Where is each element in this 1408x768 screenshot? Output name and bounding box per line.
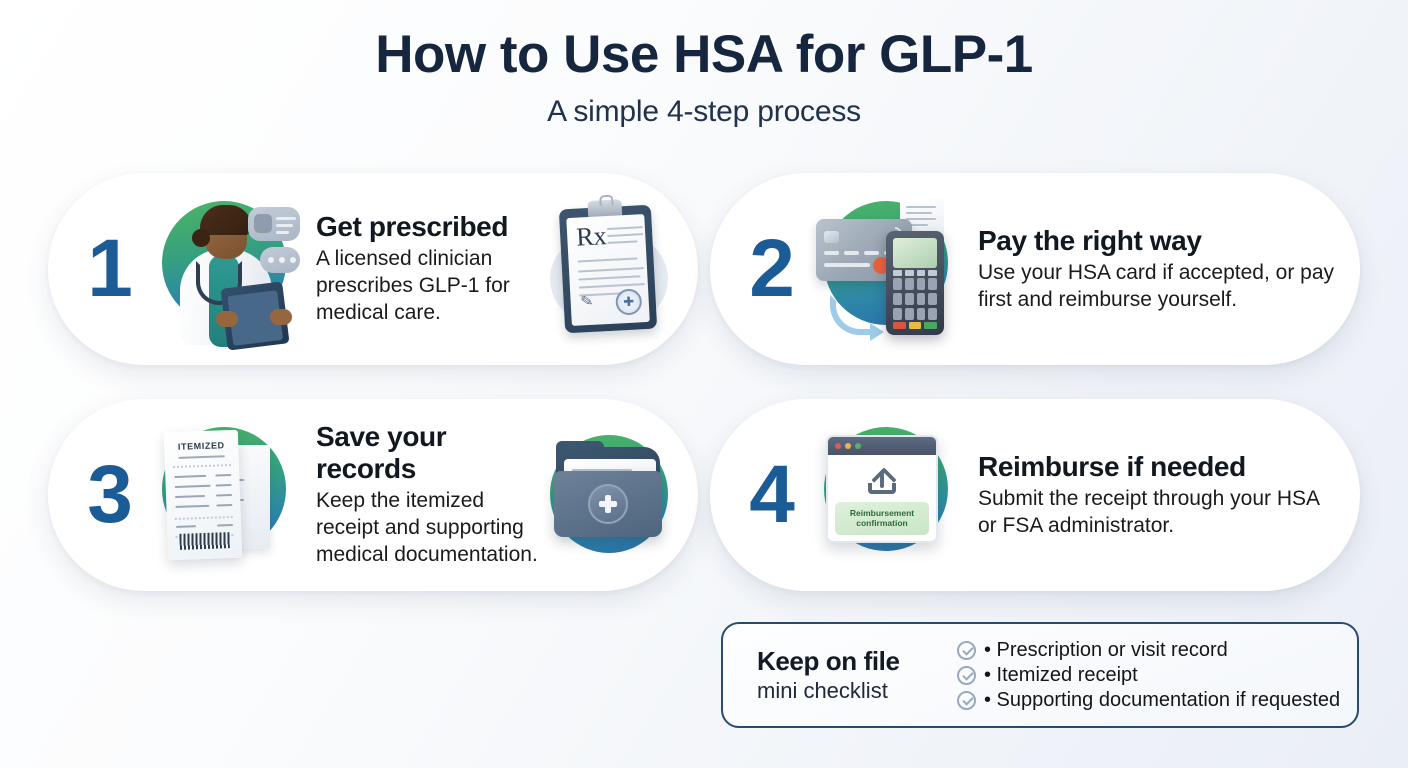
speech-bubble-profile-icon: [248, 207, 300, 241]
upload-icon: [867, 471, 897, 494]
step-body-2: Use your HSA card if accepted, or pay fi…: [978, 260, 1335, 311]
doctor-hand-left-icon: [216, 311, 238, 327]
receipt-rule-icon: [178, 455, 225, 459]
page-subtitle: A simple 4-step process: [547, 95, 861, 129]
terminal-action-keys-icon: [893, 322, 937, 329]
step-text-2: Pay the right way Use your HSA card if a…: [966, 225, 1338, 314]
receipt-label: ITEMIZED: [177, 440, 225, 452]
medical-plus-icon: [588, 484, 628, 524]
steps-grid: 1 Get prescri: [48, 173, 1360, 591]
check-circle-icon: [957, 665, 976, 685]
folder-front-icon: [554, 471, 662, 537]
upload-tray-icon: [868, 482, 896, 494]
medical-seal-icon: [615, 288, 643, 316]
rx-symbol: Rx: [575, 221, 608, 252]
checklist-item-label: • Itemized receipt: [984, 663, 1138, 686]
checklist-heading: Keep on file: [757, 646, 900, 676]
checklist-item-label: • Supporting documentation if requested: [984, 688, 1341, 711]
speech-bubble-dots-icon: [260, 247, 300, 273]
card-chip-icon: [824, 231, 839, 243]
typing-dots-icon: [268, 257, 296, 263]
rx-prescription-page-icon: Rx ✎: [566, 214, 650, 326]
reimburse-arrow-icon: [830, 295, 876, 335]
reimburse-arrow-head-icon: [870, 323, 884, 341]
browser-window-icon: Reimbursement confirmation: [826, 435, 938, 543]
step-body-3: Keep the itemized receipt and supporting…: [316, 489, 538, 566]
step-card-4[interactable]: 4 Reimbursement confirmation Reimburse i…: [710, 399, 1360, 591]
step-title-4: Reimburse if needed: [978, 450, 1246, 482]
check-circle-icon: [957, 690, 976, 710]
pos-terminal-icon: [886, 231, 944, 335]
step-text-3: Save your records Keep the itemized rece…: [304, 421, 544, 569]
checklist-item[interactable]: • Supporting documentation if requested: [957, 689, 1340, 712]
step-text-1: Get prescribed A licensed clinician pres…: [304, 211, 544, 327]
step-card-3[interactable]: 3 ITEMIZED: [48, 399, 698, 591]
stethoscope-icon: [196, 261, 242, 305]
step-title-1: Get prescribed: [316, 211, 509, 243]
receipt-barcode-icon: [179, 532, 230, 550]
doctor-hair-icon: [200, 205, 252, 235]
doctor-hand-right-icon: [270, 309, 292, 325]
profile-avatar-icon: [254, 214, 272, 233]
step-number-1: 1: [87, 223, 133, 314]
check-circle-icon: [957, 640, 976, 660]
window-maximize-dot-icon: [855, 443, 861, 449]
terminal-keypad-icon: [893, 278, 937, 320]
reimbursement-confirmation-banner: Reimbursement confirmation: [835, 501, 929, 535]
checklist-item[interactable]: • Itemized receipt: [957, 664, 1340, 687]
step-number-3: 3: [87, 449, 133, 540]
step-card-2[interactable]: 2: [710, 173, 1360, 365]
checklist-item[interactable]: • Prescription or visit record: [957, 639, 1340, 662]
rx-clipboard-illustration: Rx ✎: [544, 199, 676, 339]
step-number-4: 4: [749, 449, 795, 540]
page-header: How to Use HSA for GLP-1 A simple 4-step…: [0, 0, 1408, 129]
window-title-bar-icon: [828, 437, 936, 455]
keep-on-file-panel: Keep on file mini checklist • Prescripti…: [721, 622, 1359, 728]
doctor-hair-bun-icon: [192, 229, 210, 247]
step-text-4: Reimburse if needed Submit the receipt t…: [966, 451, 1338, 540]
step-body-4: Submit the receipt through your HSA or F…: [978, 486, 1319, 537]
window-close-dot-icon: [835, 443, 841, 449]
window-content: Reimbursement confirmation: [834, 461, 930, 535]
checklist-item-label: • Prescription or visit record: [984, 638, 1228, 661]
medical-folder-illustration: [544, 425, 676, 565]
rx-clipboard-icon: Rx ✎: [558, 199, 658, 334]
step-body-1: A licensed clinician prescribes GLP-1 fo…: [316, 247, 510, 324]
clinician-illustration: [152, 193, 304, 351]
itemized-receipts-illustration: ITEMIZED: [152, 419, 304, 571]
terminal-screen-icon: [893, 238, 937, 268]
itemized-receipt-icon: ITEMIZED: [163, 429, 243, 561]
reimbursement-upload-window-illustration: Reimbursement confirmation: [814, 419, 966, 571]
step-card-1[interactable]: 1 Get prescri: [48, 173, 698, 365]
terminal-function-keys-icon: [893, 270, 937, 276]
step-title-2: Pay the right way: [978, 224, 1202, 256]
checklist-subheading: mini checklist: [757, 678, 888, 703]
checklist-items: • Prescription or visit record • Itemize…: [957, 637, 1340, 714]
page-title: How to Use HSA for GLP-1: [375, 25, 1033, 84]
step-number-2: 2: [749, 223, 795, 314]
card-and-pos-terminal-illustration: [814, 193, 966, 345]
window-minimize-dot-icon: [845, 443, 851, 449]
checklist-heading-group: Keep on file mini checklist: [757, 646, 957, 704]
step-title-3: Save your records: [316, 421, 447, 485]
